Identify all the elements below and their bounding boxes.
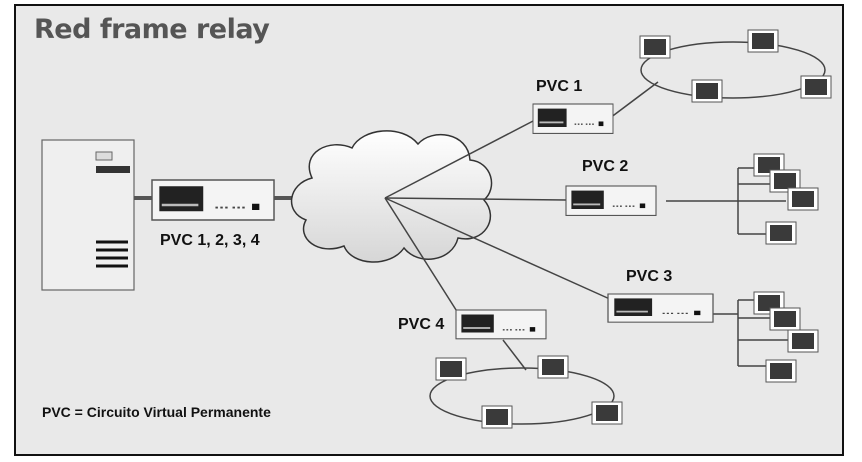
- router-pvc1: [532, 103, 614, 135]
- label-pvc2: PVC 2: [582, 158, 629, 175]
- tree-pvc3: [737, 299, 788, 367]
- ring-pvc1: [640, 41, 826, 99]
- router-pvc3: [607, 293, 714, 323]
- label-pvc3: PVC 3: [626, 268, 673, 285]
- tree-pvc2: [737, 167, 786, 235]
- router-pvc4: [455, 309, 547, 340]
- ring-pvc4: [429, 367, 615, 425]
- footnote: PVC = Circuito Virtual Permanente: [42, 404, 271, 420]
- label-pvc4: PVC 4: [398, 316, 445, 333]
- hub-router: [151, 179, 275, 221]
- router-pvc2: [565, 185, 657, 217]
- diagram-title: Red frame relay: [34, 14, 270, 45]
- pc-group-pvc2: [753, 153, 819, 245]
- label-pvc-hub: PVC 1, 2, 3, 4: [160, 232, 260, 249]
- pc-group-pvc3: [753, 291, 819, 383]
- pc-group-pvc1: [639, 29, 832, 103]
- label-pvc1: PVC 1: [536, 78, 583, 95]
- pvc-links: [384, 81, 738, 371]
- server-icon: [41, 139, 135, 291]
- frame-relay-cloud-icon: [290, 130, 493, 263]
